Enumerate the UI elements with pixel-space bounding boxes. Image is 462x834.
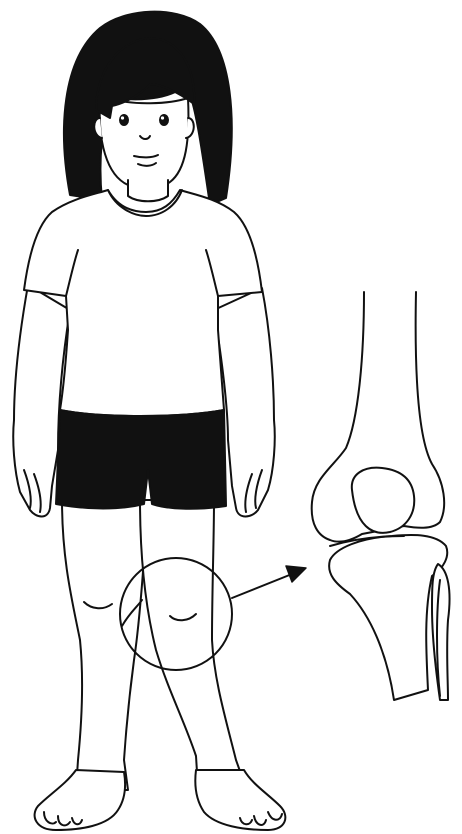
eye-left [119, 114, 129, 126]
fibula [432, 564, 450, 700]
callout-arrow-line [232, 574, 292, 598]
neck [128, 180, 168, 201]
shorts [56, 410, 226, 509]
leg-right [140, 500, 246, 788]
knee-joint-diagram [312, 292, 450, 700]
eye-right [159, 114, 169, 126]
girl-figure [13, 12, 285, 830]
face [100, 98, 189, 189]
callout-arrowhead [286, 566, 306, 582]
tibia [329, 535, 447, 700]
leg-left [62, 500, 148, 790]
